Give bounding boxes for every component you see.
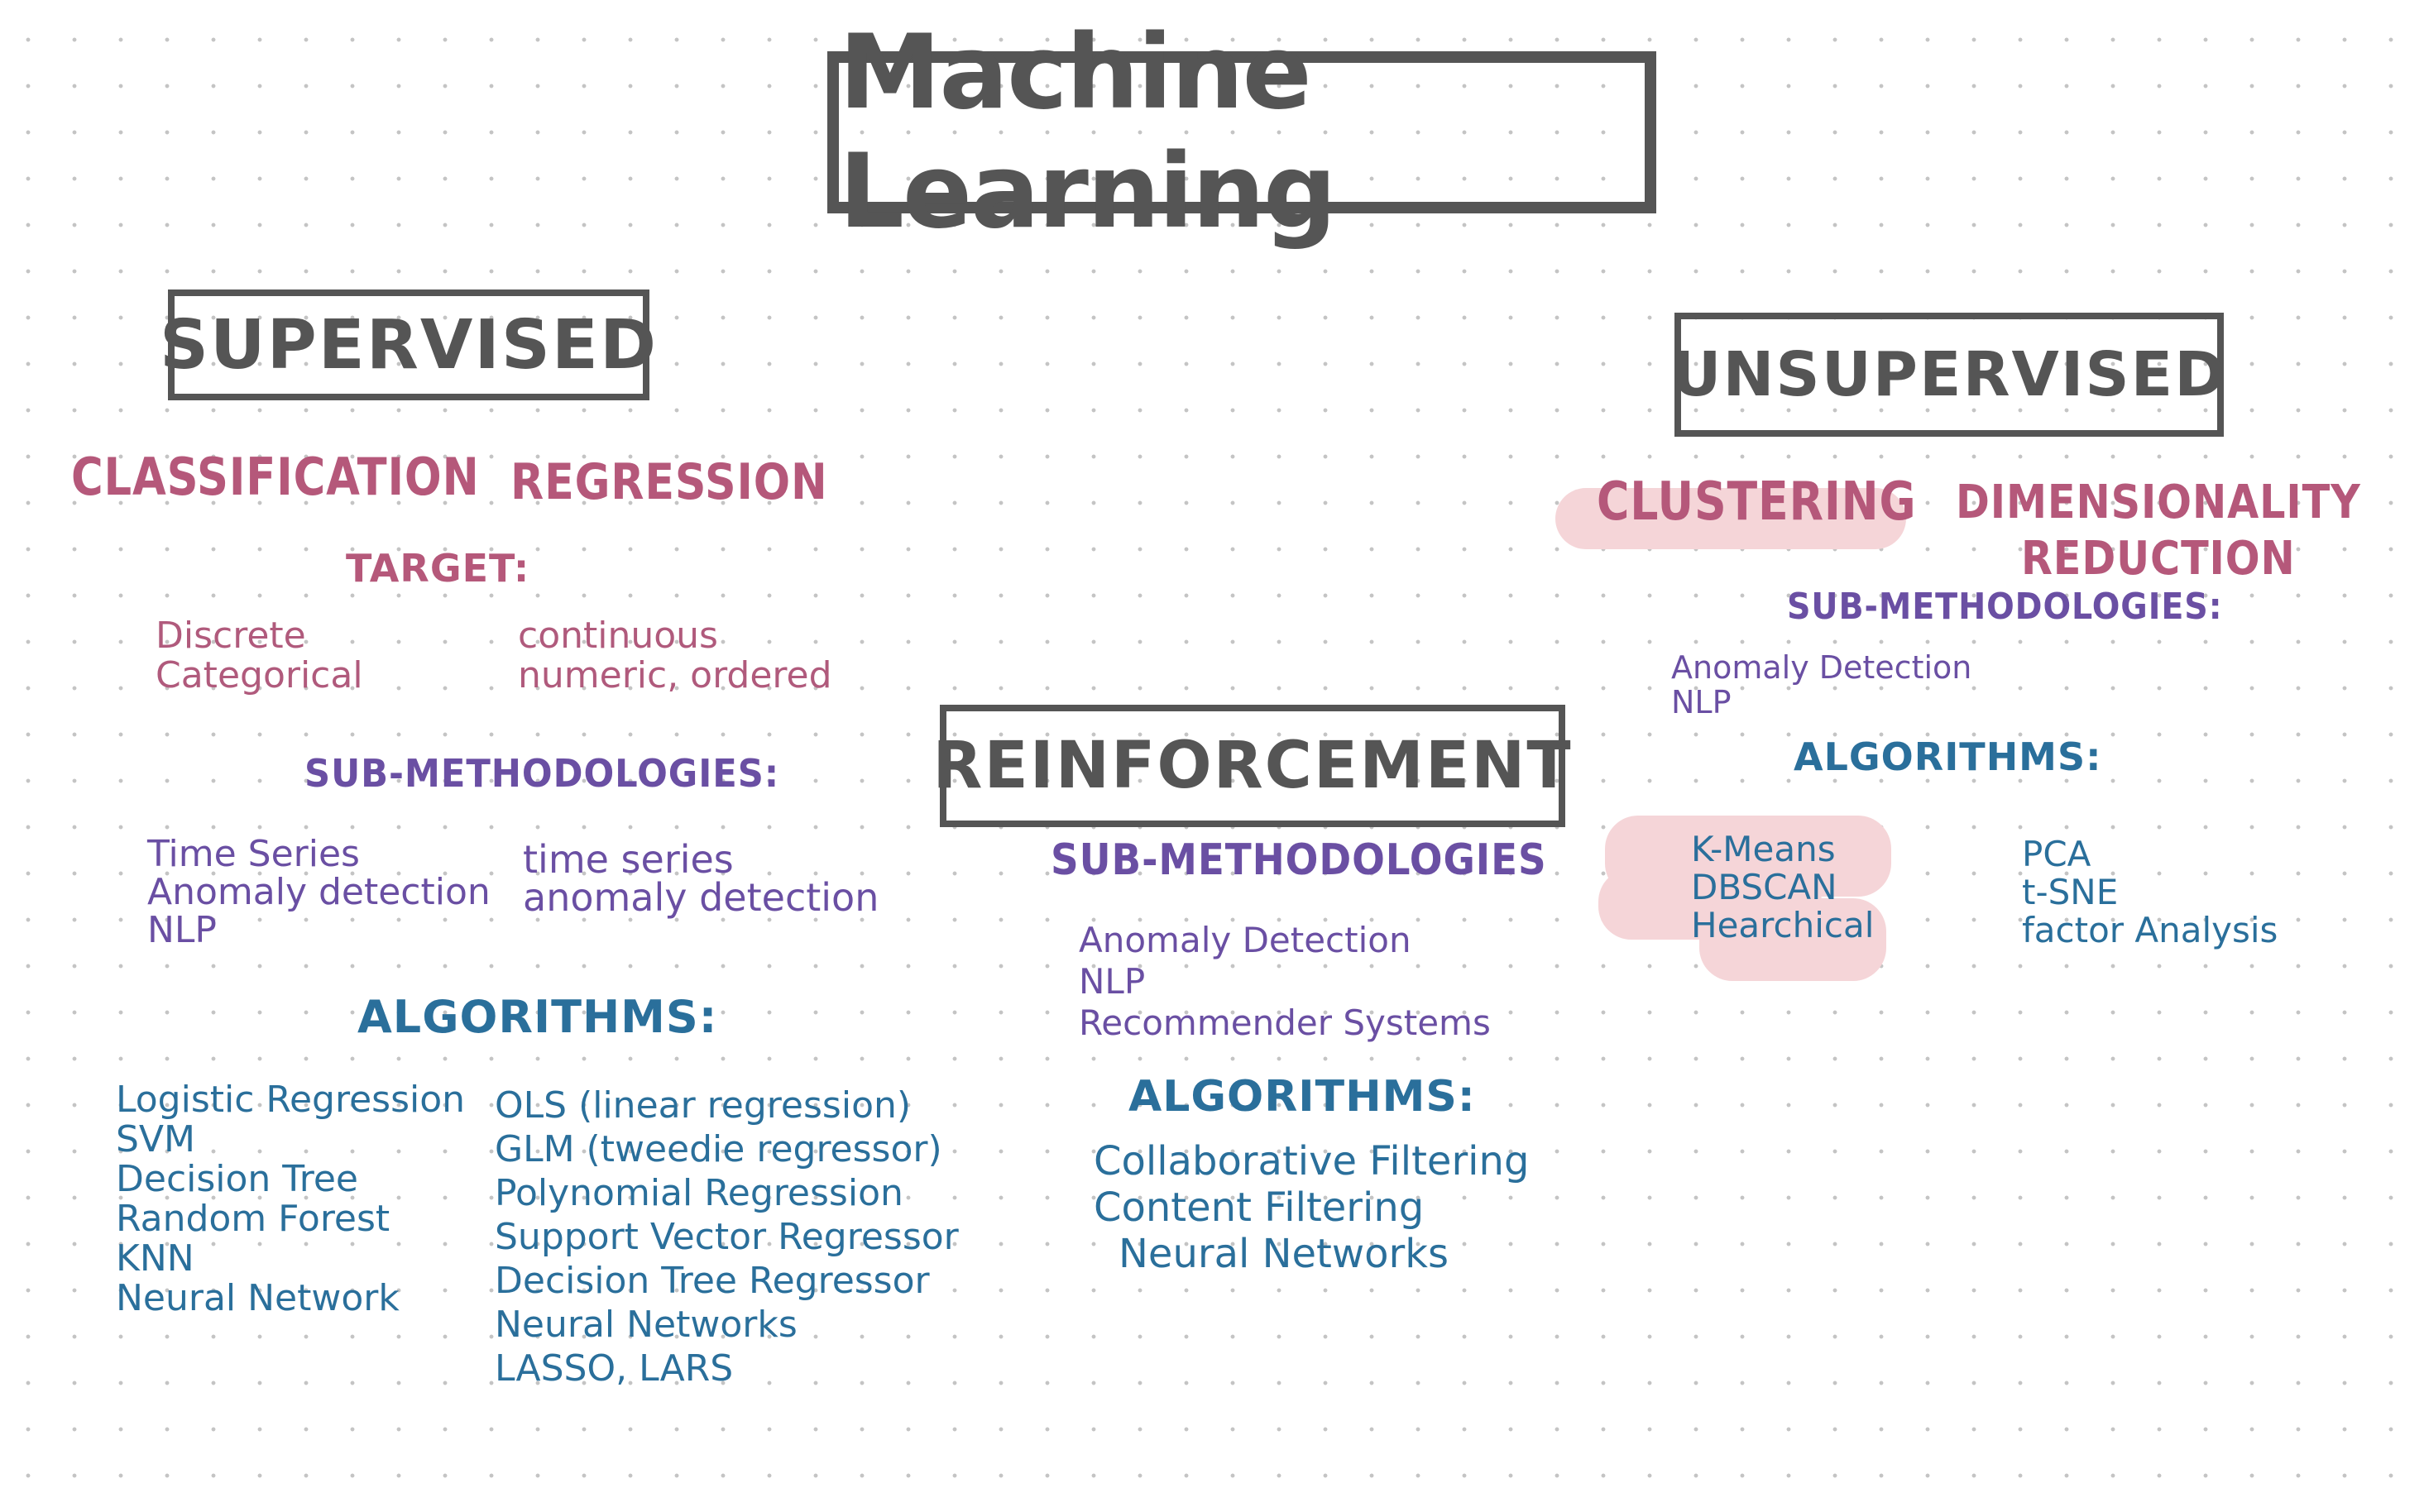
supervised-algo-label: ALGORITHMS: bbox=[357, 991, 718, 1043]
page-title: Machine Learning bbox=[839, 13, 1337, 251]
supervised-sub-label: SUB-METHODOLOGIES: bbox=[304, 751, 780, 796]
unsupervised-sub-label: SUB-METHODOLOGIES: bbox=[1787, 586, 2223, 628]
list-item: time series bbox=[523, 837, 734, 882]
supervised-box: SUPERVISED bbox=[160, 289, 656, 400]
supervised-heading: SUPERVISED bbox=[160, 305, 659, 385]
list-item: t-SNE bbox=[2022, 872, 2119, 912]
dimensionality-algo-list: PCA t-SNE factor Analysis bbox=[2022, 835, 2278, 950]
list-item: NLP bbox=[147, 909, 217, 951]
list-item: Content Filtering bbox=[1094, 1184, 1425, 1231]
list-item: OLS (linear regression) bbox=[495, 1084, 912, 1127]
classification-target-list: Discrete Categorical bbox=[156, 616, 363, 696]
dimensionality-line: DIMENSIONALITY bbox=[1956, 476, 2361, 529]
clustering-algos-highlight bbox=[1699, 898, 1886, 981]
dimensionality-line: REDUCTION bbox=[2020, 532, 2296, 586]
clustering-algo-list: K-Means DBSCAN Hearchical bbox=[1691, 830, 1874, 945]
unsupervised-box: UNSUPERVISED bbox=[1671, 313, 2227, 437]
list-item: factor Analysis bbox=[2022, 910, 2278, 950]
unsupervised-algo-label: ALGORITHMS: bbox=[1794, 734, 2102, 779]
list-item: Neural Network bbox=[116, 1277, 400, 1319]
list-item: Anomaly detection bbox=[147, 871, 491, 913]
reinforcement-box: REINFORCEMENT bbox=[932, 705, 1571, 827]
list-item: Hearchical bbox=[1691, 905, 1875, 945]
classification-sub-list: Time Series Anomaly detection NLP bbox=[147, 835, 491, 950]
list-item: LASSO, LARS bbox=[495, 1347, 734, 1390]
regression-algo-list: OLS (linear regression) GLM (tweedie reg… bbox=[495, 1084, 959, 1390]
dimensionality-heading: DIMENSIONALITY REDUCTION bbox=[1956, 475, 2361, 587]
unsupervised-heading: UNSUPERVISED bbox=[1671, 339, 2227, 410]
list-item: SVM bbox=[116, 1118, 195, 1160]
list-item: K-Means bbox=[1691, 829, 1836, 869]
supervised-target-label: TARGET: bbox=[346, 546, 530, 591]
list-item: Polynomial Regression bbox=[495, 1172, 903, 1214]
regression-heading: REGRESSION bbox=[510, 453, 828, 511]
list-item: Anomaly Detection bbox=[1079, 920, 1411, 960]
list-item: Decision Tree Regressor bbox=[495, 1260, 930, 1302]
list-item: Neural Networks bbox=[1119, 1231, 1449, 1277]
list-item: Recommender Systems bbox=[1079, 1002, 1491, 1043]
list-item: GLM (tweedie regressor) bbox=[495, 1128, 942, 1170]
list-item: numeric, ordered bbox=[518, 654, 832, 696]
list-item: NLP bbox=[1079, 961, 1146, 1002]
list-item: PCA bbox=[2022, 834, 2091, 874]
list-item: Neural Networks bbox=[495, 1304, 798, 1346]
list-item: Anomaly Detection bbox=[1671, 649, 1972, 686]
list-item: Collaborative Filtering bbox=[1094, 1138, 1530, 1184]
reinforcement-sub-label: SUB-METHODOLOGIES bbox=[1051, 835, 1547, 885]
classification-algo-list: Logistic Regression SVM Decision Tree Ra… bbox=[116, 1080, 465, 1318]
list-item: Categorical bbox=[156, 654, 363, 696]
unsupervised-sub-list: Anomaly Detection NLP bbox=[1671, 650, 1971, 720]
list-item: Discrete bbox=[156, 615, 306, 657]
list-item: Random Forest bbox=[116, 1198, 390, 1240]
list-item: Time Series bbox=[147, 833, 360, 875]
clustering-highlight bbox=[1555, 488, 1906, 549]
list-item: Logistic Regression bbox=[116, 1079, 466, 1121]
list-item: Decision Tree bbox=[116, 1158, 358, 1200]
list-item: Support Vector Regressor bbox=[495, 1216, 959, 1258]
clustering-heading: CLUSTERING bbox=[1597, 471, 1917, 533]
reinforcement-algo-label: ALGORITHMS: bbox=[1128, 1072, 1476, 1122]
list-item: KNN bbox=[116, 1237, 194, 1280]
title-box: Machine Learning bbox=[827, 13, 1656, 251]
list-item: anomaly detection bbox=[523, 875, 879, 920]
regression-target-list: continuous numeric, ordered bbox=[518, 616, 832, 696]
list-item: continuous bbox=[518, 615, 718, 657]
list-item: NLP bbox=[1671, 684, 1732, 720]
reinforcement-algo-list: Collaborative Filtering Content Filterin… bbox=[1094, 1138, 1529, 1277]
reinforcement-sub-list: Anomaly Detection NLP Recommender System… bbox=[1079, 920, 1491, 1044]
regression-sub-list: time series anomaly detection bbox=[523, 840, 879, 916]
classification-heading: CLASSIFICATION bbox=[71, 447, 480, 507]
list-item: DBSCAN bbox=[1691, 867, 1837, 907]
reinforcement-heading: REINFORCEMENT bbox=[932, 729, 1573, 803]
